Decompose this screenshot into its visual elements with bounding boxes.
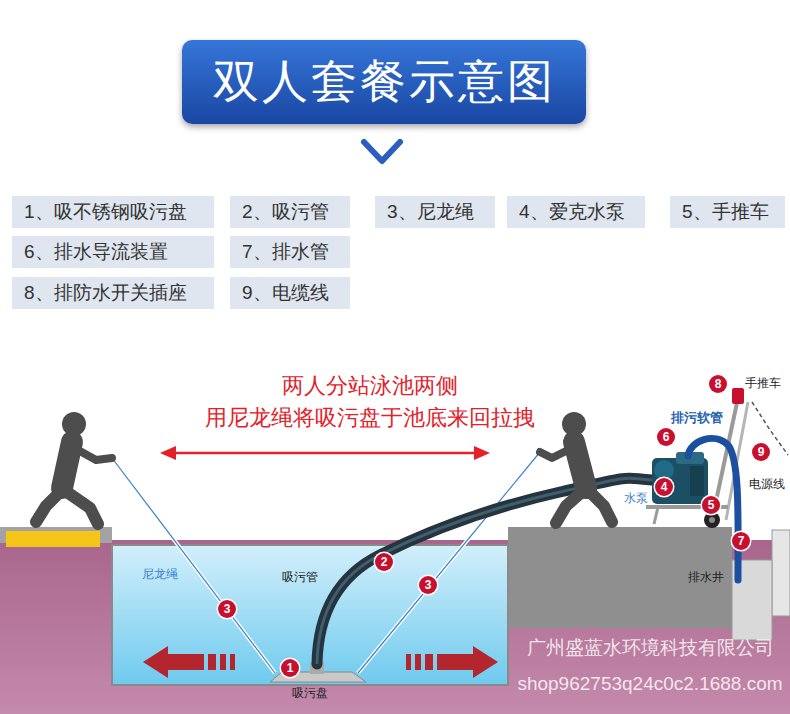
legend-text: 4、爱克水泵 [519,199,625,225]
callout-number: 1 [281,659,299,677]
note-text: 两人分站泳池两侧 [282,371,458,401]
yellow-mat [6,531,100,547]
callout-number: 3 [419,576,437,594]
legend-box: 9、电缆线 [230,277,350,309]
callout-number: 8 [709,375,727,393]
callout-number: 6 [657,428,675,446]
move-arrow-left [143,646,235,678]
legend-box: 3、尼龙绳 [375,196,495,228]
callout-number: 2 [375,553,393,571]
callout-number: 3 [218,600,236,618]
part-label: 吸污盘 [292,685,328,702]
suction-hose-shine [317,478,652,664]
part-label: 尼龙绳 [142,566,178,583]
watermark: 广州盛蓝水环境科技有限公司 [527,635,774,661]
move-arrow-right [406,646,498,678]
watermark: shop962753q24c0c2.1688.com [517,673,782,695]
part-label: 水泵 [624,490,648,507]
double-arrow [160,446,490,460]
person-left [36,412,112,524]
title-banner: 双人套餐示意图 [182,40,586,124]
part-label: 电源线 [749,476,785,493]
right-deck [508,527,732,628]
legend-box: 4、爱克水泵 [507,196,645,228]
discharge-hose [688,439,738,580]
callout-number: 5 [702,496,720,514]
legend-box: 7、排水管 [230,236,350,268]
title-text: 双人套餐示意图 [213,51,556,113]
chevron [364,142,400,161]
water-pump [652,452,708,504]
drain-well-wall [772,530,790,616]
person-right [540,412,612,523]
part-label: 排水井 [688,569,724,586]
part-label: 手推车 [745,375,781,392]
legend-text: 1、吸不锈钢吸污盘 [24,199,187,225]
legend-text: 3、尼龙绳 [387,199,474,225]
legend-text: 8、排防水开关插座 [24,280,187,306]
suction-hose [317,478,652,664]
legend-text: 2、吸污管 [242,199,329,225]
legend-box: 8、排防水开关插座 [12,277,214,309]
legend-text: 7、排水管 [242,239,329,265]
callout-number: 7 [732,532,750,550]
legend-box: 5、手推车 [670,196,785,228]
legend-text: 9、电缆线 [242,280,329,306]
callout-number: 4 [655,478,673,496]
note-text: 用尼龙绳将吸污盘于池底来回拉拽 [205,403,535,433]
callout-number: 9 [752,443,770,461]
part-label: 排污软管 [669,409,725,427]
legend-box: 2、吸污管 [230,196,350,228]
legend-box: 6、排水导流装置 [12,236,214,268]
nylon-rope [112,452,540,673]
part-label: 吸污管 [282,569,318,586]
legend-box: 1、吸不锈钢吸污盘 [12,196,214,228]
legend-text: 6、排水导流装置 [24,239,168,265]
legend-text: 5、手推车 [682,199,769,225]
